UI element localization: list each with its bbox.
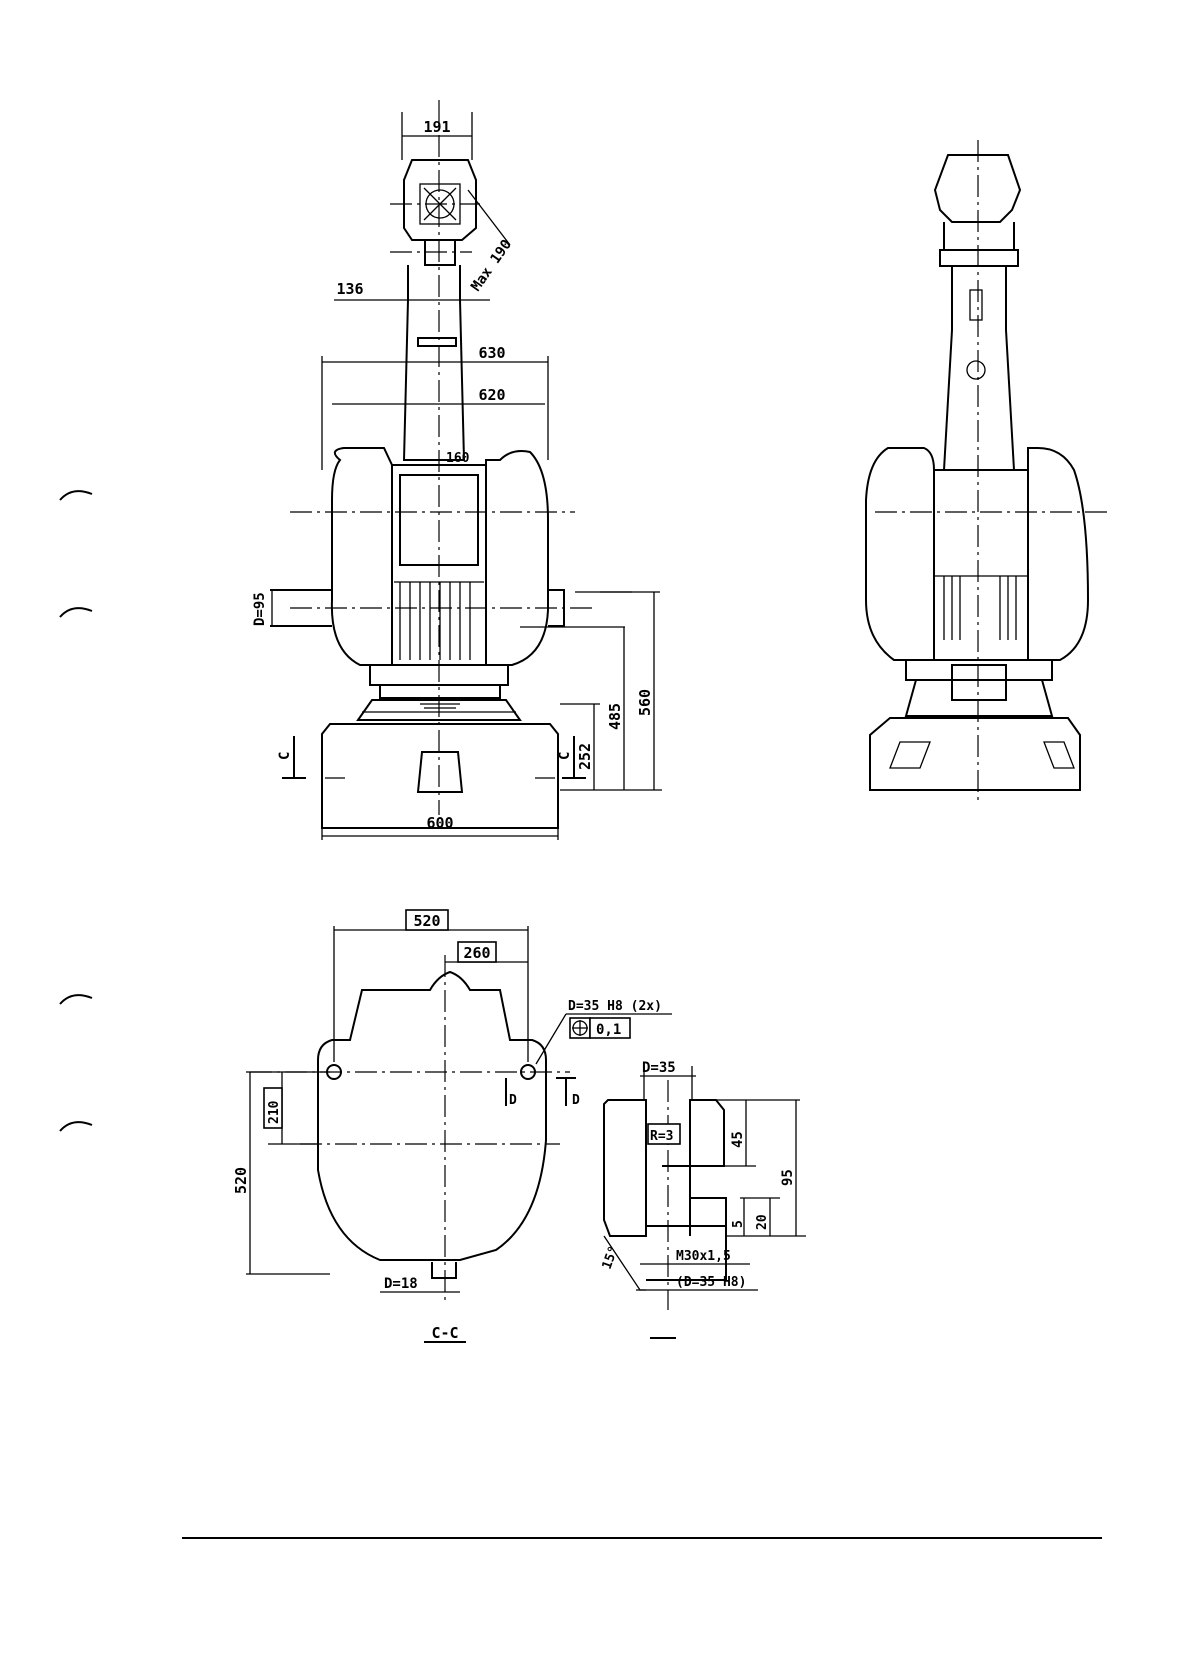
dim-520-width: 520 [413, 912, 440, 930]
dim-chamfer-15: 15° [600, 1244, 622, 1271]
section-d-d: D=35 R=3 45 95 5 20 M30x1,5 15° (D=35 H8… [600, 1060, 806, 1338]
dim-485: 485 [606, 703, 624, 730]
dim-d18: D=18 [384, 1276, 418, 1292]
dim-252: 252 [576, 743, 594, 770]
dim-160: 160 [446, 451, 470, 466]
dim-max-190: Max 190 [468, 237, 515, 295]
dim-136: 136 [336, 280, 363, 298]
detail-mark-d-right: D [572, 1093, 580, 1108]
section-label-c-c: C-C [431, 1324, 458, 1342]
dim-d35: D=35 [642, 1060, 676, 1076]
section-mark-c-left: C [277, 752, 293, 760]
front-view: 191 136 Max 190 630 620 160 D=95 252 485… [252, 100, 662, 840]
dim-5: 5 [731, 1220, 746, 1228]
dim-20: 20 [755, 1214, 770, 1230]
dim-260: 260 [463, 944, 490, 962]
dim-560: 560 [636, 689, 654, 716]
dim-520-length: 520 [232, 1167, 250, 1194]
tolerance-0-1: 0,1 [596, 1022, 621, 1038]
section-mark-c-right: C [557, 752, 573, 760]
dim-d95: D=95 [252, 592, 268, 626]
side-view [866, 140, 1110, 805]
dim-thread-m30: M30x1,5 [676, 1249, 731, 1264]
dim-95: 95 [780, 1169, 796, 1186]
dim-fit-d35-h8: (D=35 H8) [676, 1275, 746, 1290]
margin-marks [60, 491, 92, 1131]
dim-210: 210 [267, 1100, 282, 1124]
callout-d35-h8-2x: D=35 H8 (2x) [568, 999, 662, 1014]
section-c-c: 520 260 520 210 D=18 D=35 H8 (2x) 0,1 D … [232, 910, 672, 1342]
dim-r3: R=3 [650, 1129, 673, 1144]
detail-mark-d-left: D [509, 1093, 517, 1108]
dim-620: 620 [478, 386, 505, 404]
dim-630: 630 [478, 344, 505, 362]
dim-600: 600 [426, 814, 453, 832]
dim-45: 45 [730, 1131, 746, 1148]
dim-191: 191 [423, 118, 450, 136]
